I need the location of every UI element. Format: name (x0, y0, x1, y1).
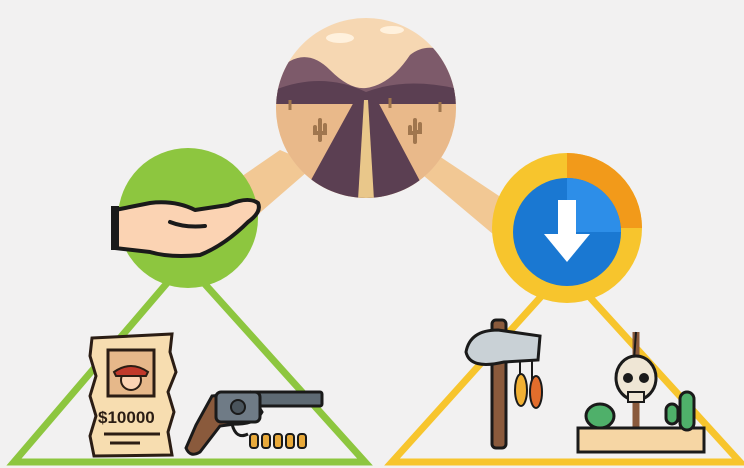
open-hand-node (111, 148, 259, 288)
bullets-icon (250, 434, 306, 448)
download-node (492, 153, 642, 303)
skull-on-stake-icon (616, 332, 656, 428)
wanted-poster-icon: $10000 (90, 334, 176, 456)
tomahawk-icon (466, 320, 542, 448)
wanted-reward-text: $10000 (98, 408, 155, 427)
left-triangle (14, 262, 365, 462)
download-arrow-icon (513, 178, 621, 286)
